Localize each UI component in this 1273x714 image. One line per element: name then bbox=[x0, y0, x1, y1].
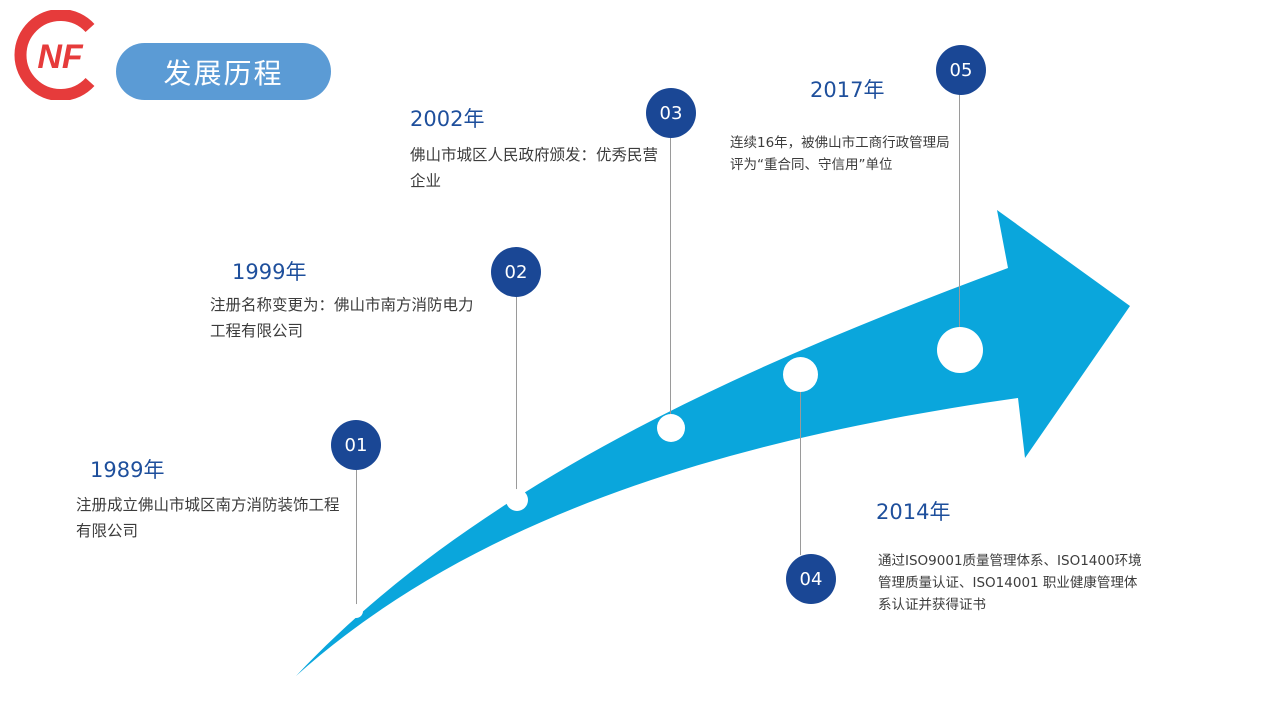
milestone-03-year: 2002年 bbox=[410, 107, 485, 131]
milestone-01-desc: 注册成立佛山市城区南方消防装饰工程有限公司 bbox=[76, 496, 340, 540]
milestone-04-year: 2014年 bbox=[876, 500, 951, 524]
milestone-04-dot bbox=[783, 357, 818, 392]
milestone-05-stem bbox=[959, 90, 960, 350]
milestone-02-stem bbox=[516, 296, 517, 496]
milestone-02-desc: 注册名称变更为：佛山市南方消防电力工程有限公司 bbox=[210, 296, 474, 340]
milestone-01-dot bbox=[349, 604, 363, 618]
milestone-03-badge: 03 bbox=[646, 88, 696, 138]
milestone-02-dot bbox=[506, 489, 528, 511]
milestone-05-year: 2017年 bbox=[810, 78, 885, 102]
arrow-shape bbox=[296, 210, 1130, 676]
svg-text:NF: NF bbox=[37, 38, 84, 76]
milestone-03-desc: 佛山市城区人民政府颁发：优秀民营企业 bbox=[410, 146, 659, 190]
milestone-01-stem bbox=[356, 470, 357, 612]
page-title: 发展历程 bbox=[163, 56, 284, 90]
milestone-01-year: 1989年 bbox=[90, 458, 165, 482]
milestone-03-dot bbox=[657, 414, 685, 442]
milestone-05-dot bbox=[937, 327, 983, 373]
milestone-04-stem bbox=[800, 375, 801, 555]
milestone-02-badge: 02 bbox=[491, 247, 541, 297]
milestone-04-badge: 04 bbox=[786, 554, 836, 604]
company-logo: NF bbox=[14, 10, 95, 100]
milestone-02-year: 1999年 bbox=[232, 260, 307, 284]
milestone-05-desc: 连续16年，被佛山市工商行政管理局评为“重合同、守信用”单位 bbox=[730, 135, 950, 173]
milestone-04-desc: 通过ISO9001质量管理体系、ISO1400环境管理质量认证、ISO14001… bbox=[878, 553, 1142, 613]
milestone-05-badge: 05 bbox=[936, 45, 986, 95]
milestone-01-badge: 01 bbox=[331, 420, 381, 470]
page-title-pill: 发展历程 bbox=[116, 43, 331, 100]
milestone-03-stem bbox=[670, 136, 671, 426]
